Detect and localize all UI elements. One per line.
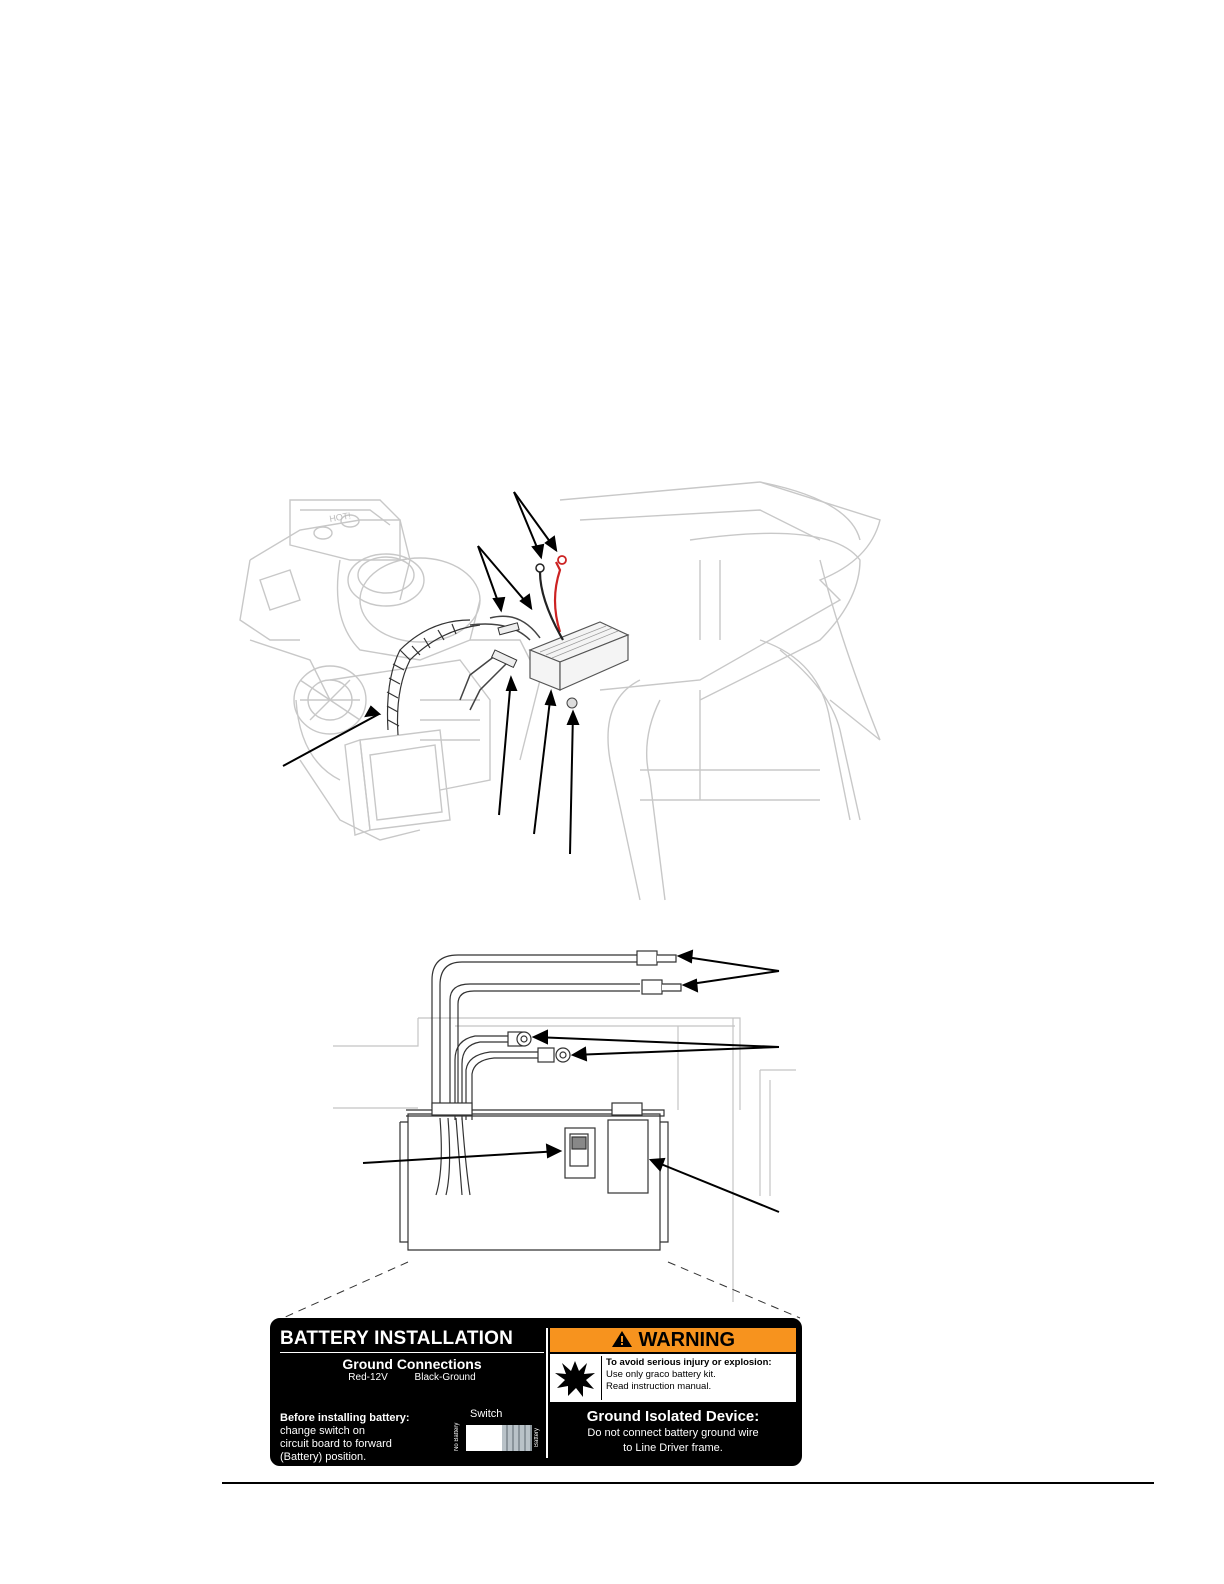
battery-box-detail xyxy=(282,949,801,1319)
warning-title: WARNING xyxy=(638,1329,736,1351)
switch-on-segment xyxy=(502,1425,532,1451)
wire-colors: Red-12V Black-Ground xyxy=(280,1372,544,1384)
wire-red-label: Red-12V xyxy=(348,1372,388,1383)
label-title: BATTERY INSTALLATION xyxy=(280,1328,514,1349)
warning-line-3: Read instruction manual. xyxy=(606,1381,712,1392)
warning-triangle-icon xyxy=(611,1331,632,1347)
battery-installation-label: BATTERY INSTALLATION Ground Connections … xyxy=(270,1318,802,1466)
wire-black-label: Black-Ground xyxy=(414,1372,476,1383)
switch-instructions: Before installing battery: change switch… xyxy=(280,1412,430,1464)
engine-illustration: HOT! xyxy=(239,481,881,901)
before-installing-heading: Before installing battery: xyxy=(280,1412,410,1424)
ground-isolated-heading: Ground Isolated Device: xyxy=(586,1408,760,1425)
ground-isolated-line-1: Do not connect battery ground wire xyxy=(587,1427,759,1439)
ground-isolated-line-2: to Line Driver frame. xyxy=(623,1442,723,1454)
switch-off-segment xyxy=(466,1425,502,1451)
warning-divider xyxy=(601,1356,602,1400)
label-divider xyxy=(546,1328,548,1458)
instruction-line: change switch on xyxy=(280,1425,365,1437)
explosion-icon xyxy=(555,1361,595,1397)
switch-no-battery-label: No Battery xyxy=(454,1422,460,1452)
warning-line-2: Use only graco battery kit. xyxy=(606,1369,716,1380)
switch-graphic: No Battery Battery xyxy=(454,1422,540,1452)
title-divider xyxy=(280,1352,544,1353)
warning-text: To avoid serious injury or explosion: Us… xyxy=(606,1357,772,1393)
warning-header: WARNING xyxy=(550,1328,796,1352)
switch-battery-label: Battery xyxy=(534,1427,540,1447)
warning-line-1: To avoid serious injury or explosion: xyxy=(606,1357,772,1368)
label-right-panel: WARNING To avoid serious injury or explo… xyxy=(550,1328,796,1458)
footer-rule xyxy=(222,1482,1154,1484)
instruction-line: circuit board to forward xyxy=(280,1438,392,1450)
ground-connections-heading: Ground Connections xyxy=(342,1356,482,1372)
instruction-line: (Battery) position. xyxy=(280,1451,367,1463)
warning-body: To avoid serious injury or explosion: Us… xyxy=(550,1354,796,1402)
hot-decal: HOT! xyxy=(329,510,352,524)
switch-label: Switch xyxy=(470,1408,503,1420)
label-left-panel: BATTERY INSTALLATION Ground Connections … xyxy=(280,1328,544,1463)
